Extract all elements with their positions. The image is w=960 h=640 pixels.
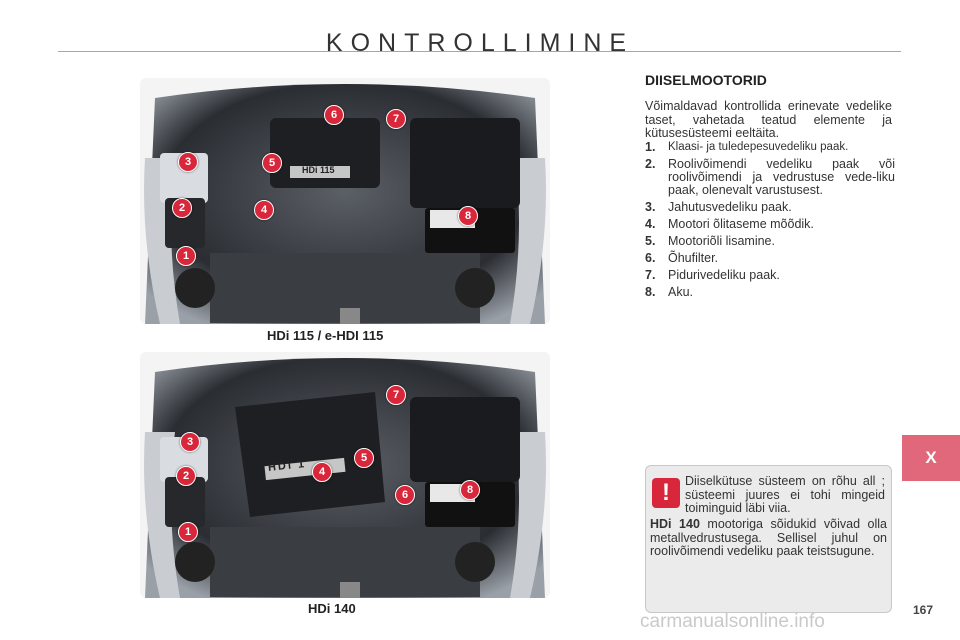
exclamation-icon: !: [652, 478, 680, 508]
callout-3: 3: [180, 432, 200, 452]
list-item-number: 7.: [645, 268, 656, 282]
page-title: KONTROLLIMINE: [325, 28, 635, 57]
list-item: 1. Klaasi- ja tuledepesuvedeliku paak.: [645, 141, 895, 154]
figure-caption-top: HDi 115 / e-HDI 115: [267, 328, 384, 343]
list-item-number: 5.: [645, 234, 656, 248]
list-item-number: 2.: [645, 157, 656, 171]
callout-4: 4: [254, 200, 274, 220]
page-number: 167: [913, 603, 934, 617]
list-item: 2. Roolivõimendi vedeliku paak või rooli…: [645, 158, 895, 197]
section-heading: DIISELMOOTORID: [645, 72, 767, 88]
list-item-number: 8.: [645, 285, 656, 299]
warning-note-lead: HDi 140: [650, 517, 700, 531]
list-item: 3. Jahutusvedeliku paak.: [645, 201, 895, 214]
section-intro: Võimaldavad kontrollida erinevate vedeli…: [645, 99, 892, 140]
title-divider: [58, 51, 901, 52]
list-item-number: 3.: [645, 200, 656, 214]
callout-4: 4: [312, 462, 332, 482]
list-item-text: Pidurivedeliku paak.: [668, 268, 780, 282]
list-item-text: Klaasi- ja tuledepesuvedeliku paak.: [668, 141, 849, 153]
list-item-number: 4.: [645, 217, 656, 231]
callout-7: 7: [386, 109, 406, 129]
callout-8: 8: [458, 206, 478, 226]
list-item: 6. Õhufilter.: [645, 252, 895, 265]
list-item: 7. Pidurivedeliku paak.: [645, 269, 895, 282]
list-item: 4. Mootori õlitaseme mõõdik.: [645, 218, 895, 231]
callout-8: 8: [460, 480, 480, 500]
list-item-number: 6.: [645, 251, 656, 265]
list-item-text: Aku.: [668, 285, 694, 299]
list-item-text: Jahutusvedeliku paak.: [668, 200, 792, 214]
engine-photo-hdi-140: HDi 1 1 2 3 4 5 6 7 8: [140, 352, 550, 598]
parts-list: 1. Klaasi- ja tuledepesuvedeliku paak. 2…: [645, 141, 895, 303]
callout-5: 5: [262, 153, 282, 173]
list-item-text: Mootoriõli lisamine.: [668, 234, 775, 248]
watermark: carmanualsonline.info: [640, 611, 825, 632]
engine-photo-hdi-115: HDi 115 1 2 3 4 5 6 7 8: [140, 78, 550, 324]
chapter-tab: X: [902, 435, 960, 481]
callout-5: 5: [354, 448, 374, 468]
callout-3: 3: [178, 152, 198, 172]
list-item-text: Õhufilter.: [668, 251, 719, 265]
callout-6: 6: [324, 105, 344, 125]
callout-7: 7: [386, 385, 406, 405]
callout-1: 1: [178, 522, 198, 542]
figure-caption-bottom: HDi 140: [308, 601, 356, 616]
warning-note-text: mootoriga sõidukid võivad olla metallved…: [650, 517, 887, 558]
list-item-text: Mootori õlitaseme mõõdik.: [668, 217, 814, 231]
warning-text: Diiselkütuse süsteem on rõhu all ; süste…: [685, 474, 885, 515]
callout-2: 2: [176, 466, 196, 486]
callout-2: 2: [172, 198, 192, 218]
warning-box: ! Diiselkütuse süsteem on rõhu all ; süs…: [645, 465, 892, 613]
list-item-text: Roolivõimendi vedeliku paak või roolivõi…: [668, 157, 895, 197]
warning-note: HDi 140 mootoriga sõidukid võivad olla m…: [650, 517, 887, 559]
engine-badge-top: HDi 115: [302, 165, 335, 175]
list-item: 8. Aku.: [645, 286, 895, 299]
callout-1: 1: [176, 246, 196, 266]
list-item: 5. Mootoriõli lisamine.: [645, 235, 895, 248]
list-item-number: 1.: [645, 140, 656, 154]
callout-6: 6: [395, 485, 415, 505]
